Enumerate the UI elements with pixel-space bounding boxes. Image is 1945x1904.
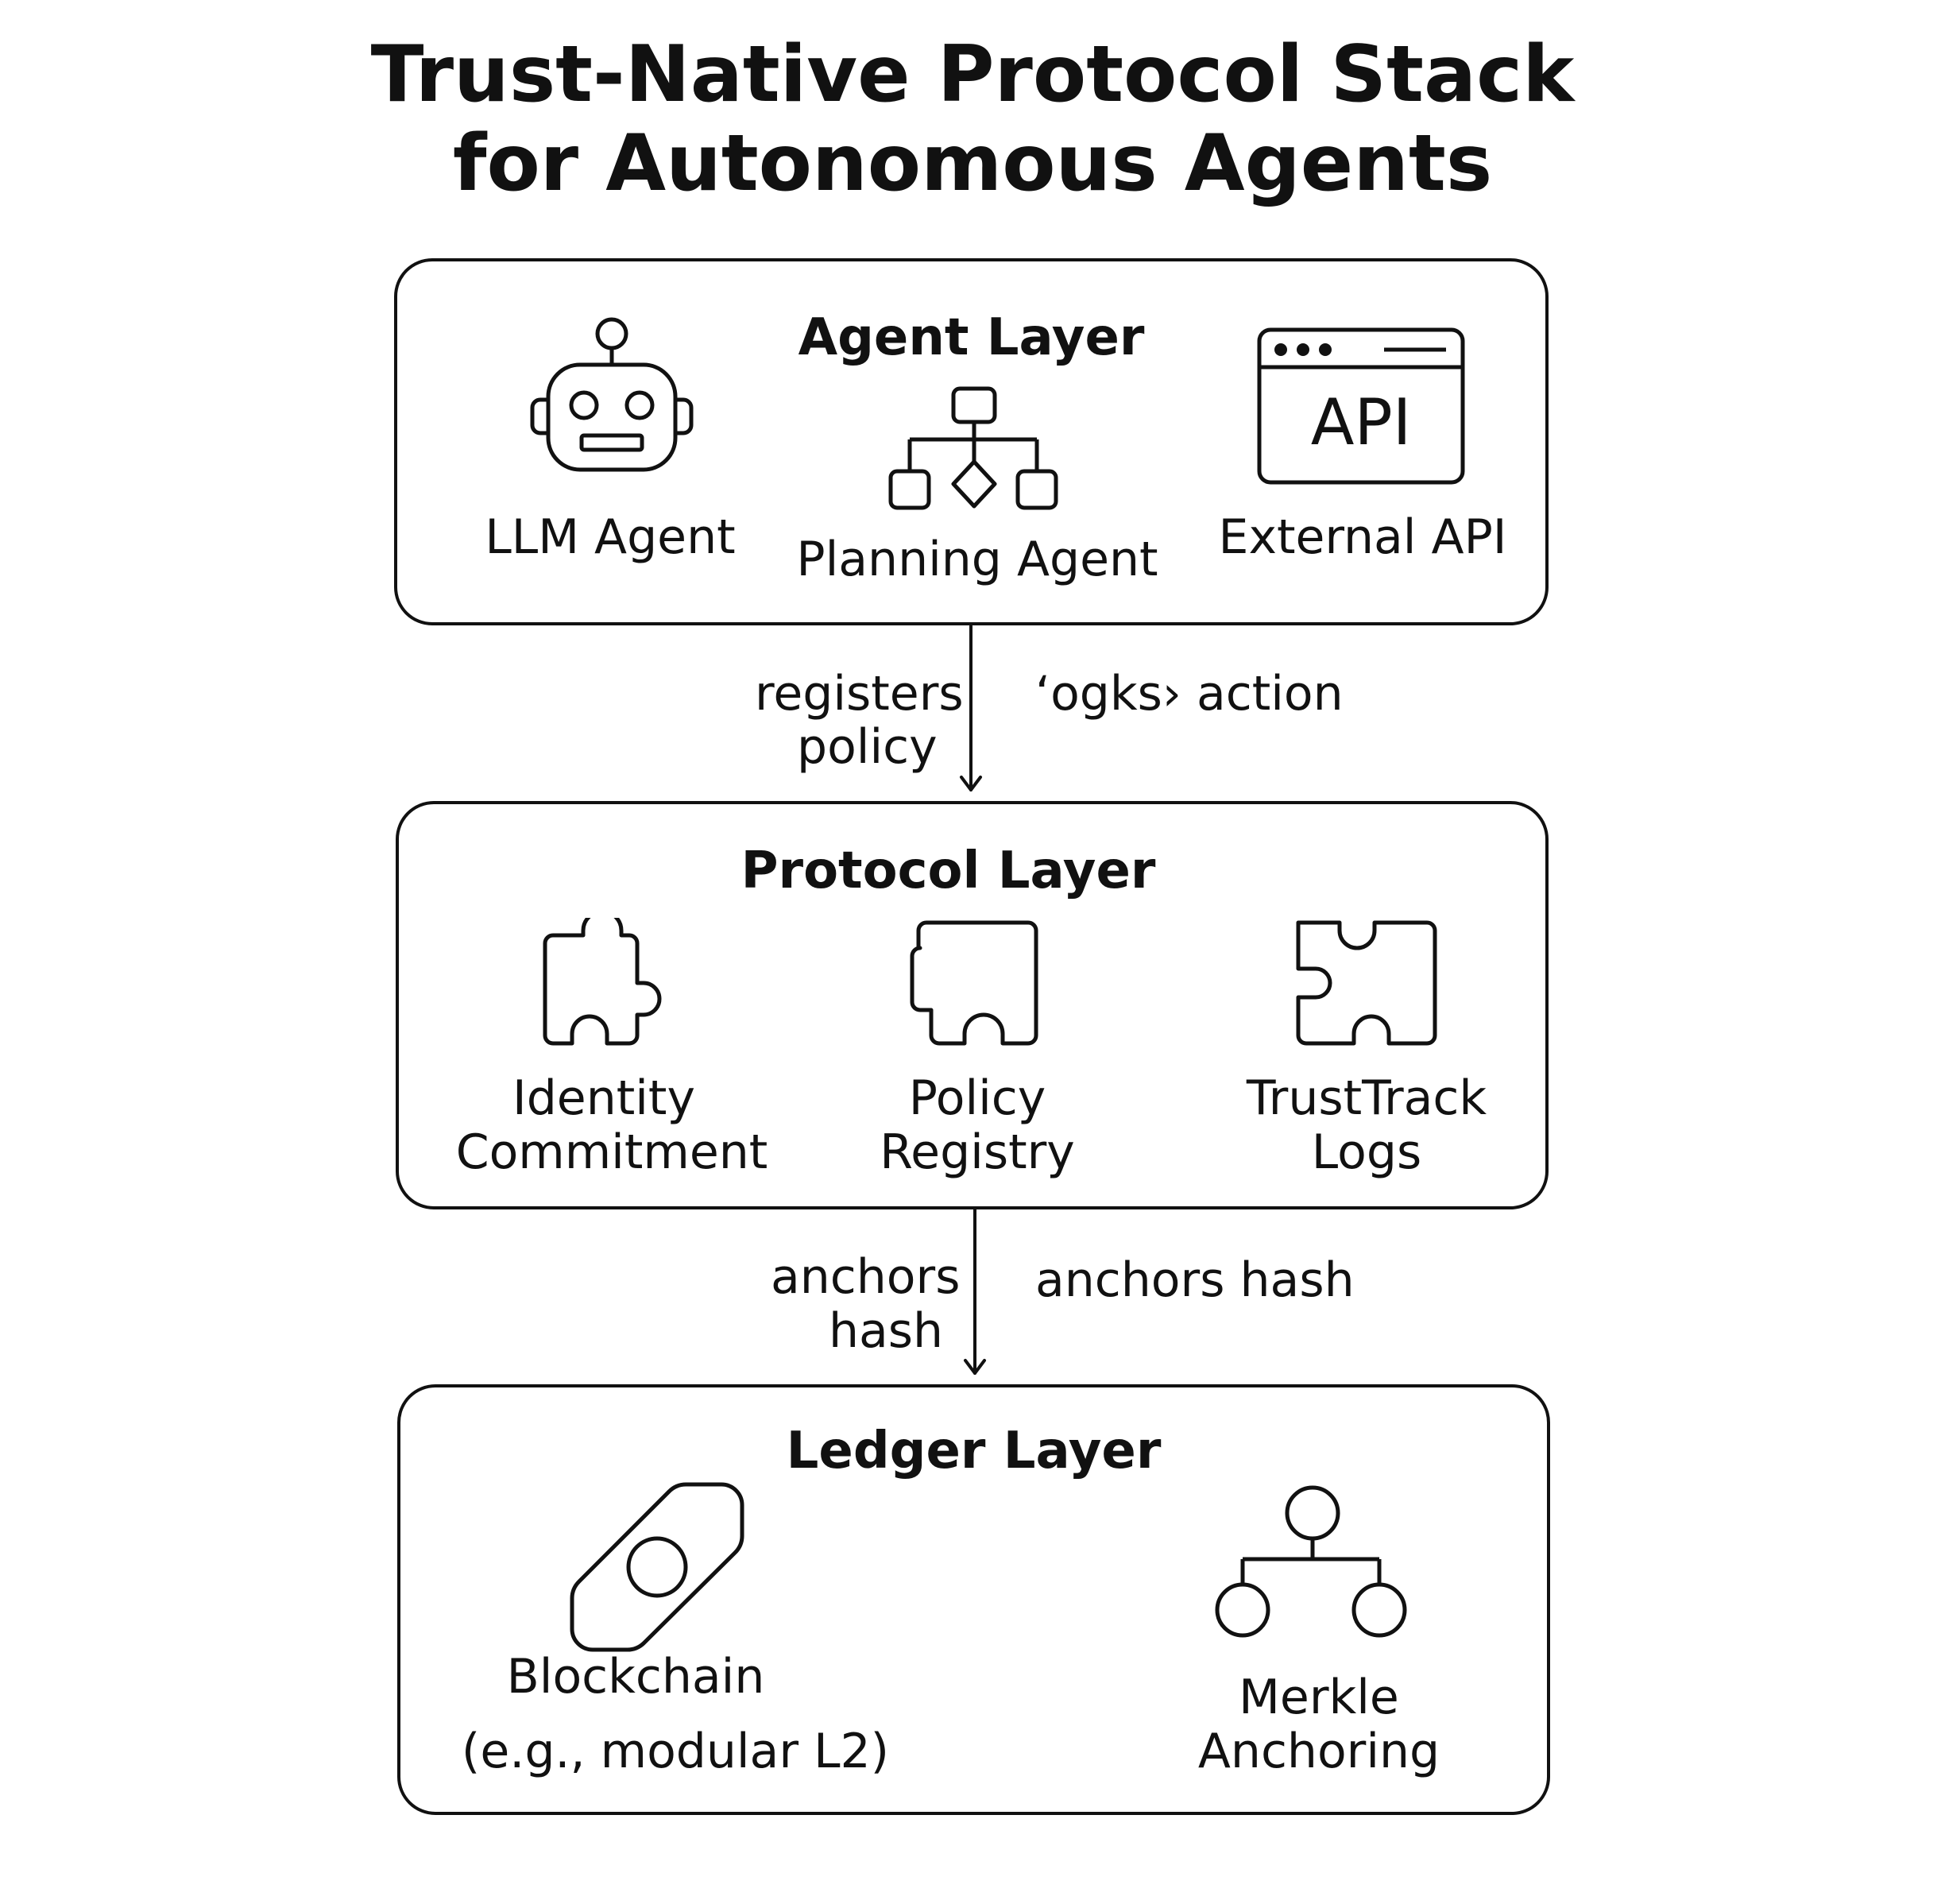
api-window-icon: API: [1257, 327, 1465, 485]
policy-puzzle-icon: [910, 920, 1038, 1046]
merkle-line2: Anchoring: [1197, 1724, 1440, 1779]
trusttrack-puzzle-icon: [1296, 920, 1437, 1046]
identity-puzzle-icon: [543, 918, 662, 1046]
ledger-layer-box: Ledger Layer: [397, 1384, 1550, 1815]
edge-label-registers: registers: [755, 666, 964, 722]
identity-commitment-line2: Commitment: [455, 1124, 768, 1180]
merkle-line1: Merkle: [1239, 1670, 1399, 1725]
edge-label-anchors-hash: anchors hash: [1035, 1252, 1355, 1308]
merkle-tree-icon: [1215, 1485, 1407, 1638]
identity-commitment-line1: Identity: [512, 1070, 695, 1126]
api-icon-text: API: [1310, 385, 1412, 459]
blockchain-line1: Blockchain: [506, 1649, 765, 1705]
arrowhead-protocol-to-ledger: [964, 1359, 986, 1375]
hierarchy-icon: [888, 386, 1058, 510]
agent-layer-title: Agent Layer: [798, 308, 1145, 367]
diagram-title-line1: Trust-Native Protocol Stack: [370, 29, 1575, 120]
robot-icon: [530, 317, 694, 472]
edge-label-action: ‘ogks› action: [1035, 666, 1344, 722]
blockchain-token-icon: [570, 1482, 744, 1652]
trusttrack-logs-line1: TrustTrack: [1246, 1070, 1487, 1126]
edge-label-hash: hash: [829, 1303, 944, 1359]
edge-label-policy: policy: [797, 719, 938, 775]
protocol-layer-title: Protocol Layer: [740, 842, 1156, 900]
policy-registry-line2: Registry: [880, 1124, 1075, 1180]
planning-agent-label: Planning Agent: [796, 532, 1158, 587]
blockchain-line2: (e.g., modular L2): [461, 1724, 890, 1779]
external-api-label: External API: [1218, 509, 1507, 565]
protocol-layer-box: Protocol Layer: [396, 801, 1549, 1209]
llm-agent-label: LLM Agent: [485, 509, 736, 565]
trusttrack-logs-line2: Logs: [1311, 1124, 1422, 1180]
diagram-title-line2: for Autonomous Agents: [452, 118, 1493, 209]
ledger-layer-title: Ledger Layer: [786, 1422, 1162, 1480]
edge-label-anchors: anchors: [771, 1249, 961, 1305]
policy-registry-line1: Policy: [908, 1070, 1046, 1126]
arrowhead-agent-to-protocol: [960, 776, 982, 791]
agent-layer-box: Agent Layer: [394, 258, 1549, 625]
